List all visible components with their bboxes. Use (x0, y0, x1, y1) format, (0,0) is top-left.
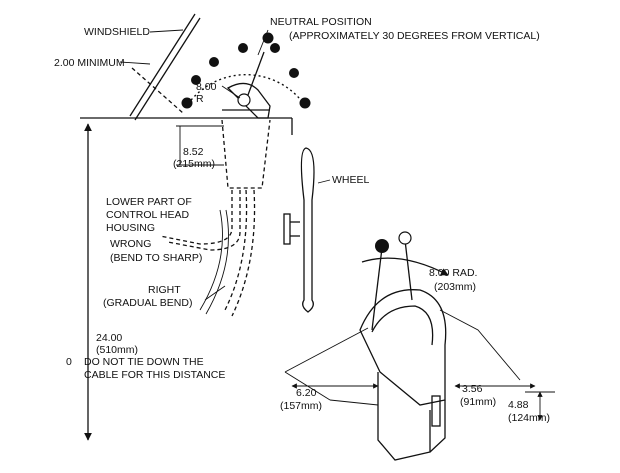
cable-right (224, 189, 248, 311)
cable-wrong (159, 190, 233, 245)
side-view (80, 13, 331, 441)
lower-part-label-3: HOUSING (106, 222, 155, 234)
radius-unit: R (196, 93, 204, 105)
width-value: 6.20 (296, 387, 317, 399)
depth-mm: (91mm) (460, 396, 496, 408)
lower-part-label-1: LOWER PART OF (106, 196, 192, 208)
wrong-sublabel: (BEND TO SHARP) (110, 252, 202, 264)
minimum-label: 2.00 MINIMUM (54, 57, 125, 69)
windshield-glass (129, 13, 196, 117)
control-head-housing (226, 82, 271, 119)
depth-value: 3.56 (462, 383, 483, 395)
neutral-position-label: NEUTRAL POSITION (270, 16, 372, 28)
wrong-label: WRONG (110, 238, 151, 250)
tie-down-label-2: CABLE FOR THIS DISTANCE (84, 369, 225, 381)
cable-distance-mm: (510mm) (96, 344, 138, 356)
steering-wheel (283, 147, 331, 313)
right-sublabel: (GRADUAL BEND) (103, 297, 192, 309)
lever-travel-arc (187, 73, 305, 105)
lever-front (371, 247, 383, 331)
lever-rear (404, 239, 413, 301)
windshield-label: WINDSHIELD (84, 26, 150, 38)
height-mm: (215mm) (173, 158, 215, 170)
tie-prefix: 0 (66, 356, 72, 368)
lower-part-label-2: CONTROL HEAD (106, 209, 189, 221)
radius-value: 8.00 (196, 81, 217, 93)
clearance-line (131, 67, 184, 114)
rad-value: 8.00 RAD. (429, 267, 477, 279)
width-mm: (157mm) (280, 400, 322, 412)
tie-down-label-1: DO NOT TIE DOWN THE (84, 356, 204, 368)
neutral-position-sublabel: (APPROXIMATELY 30 DEGREES FROM VERTICAL) (289, 30, 540, 42)
lever-position-balls (181, 32, 311, 109)
right-label: RIGHT (148, 284, 181, 296)
wheel-label: WHEEL (332, 174, 370, 186)
height2-value: 4.88 (508, 399, 529, 411)
height2-mm: (124mm) (508, 412, 550, 424)
perspective-view (284, 231, 555, 461)
height-value: 8.52 (183, 146, 204, 158)
neutral-lever (244, 51, 265, 104)
control-head-body (359, 289, 447, 406)
rad-mm: (203mm) (434, 281, 476, 293)
cable-distance-value: 24.00 (96, 332, 122, 344)
